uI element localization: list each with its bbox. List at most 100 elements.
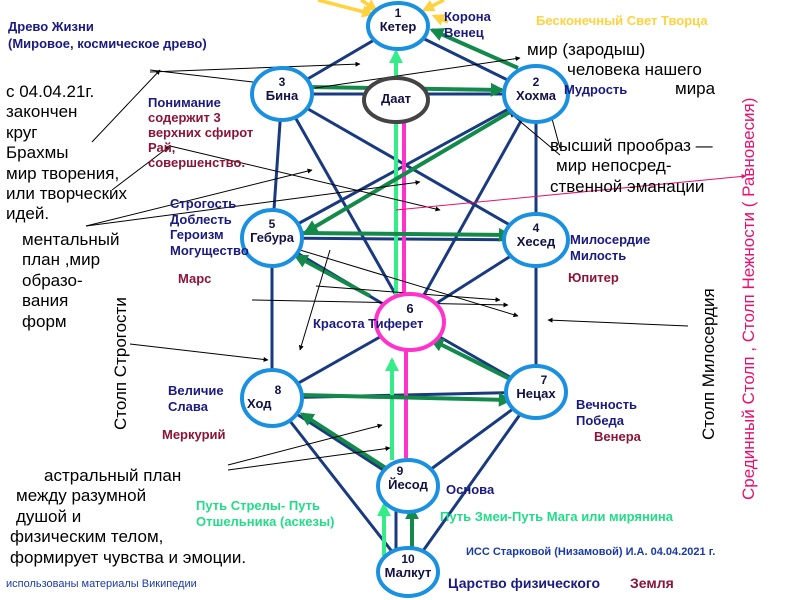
prototype-note: высший прообраз — мир непосред- ственной…: [550, 136, 713, 197]
prototype-line: мир непосред-: [556, 156, 672, 176]
pillar-of-severity: Столп Строгости: [111, 297, 130, 430]
netzach-description: Вечность Победа: [576, 397, 637, 428]
arrow-path-line: Путь Стрелы- Путь: [196, 498, 321, 513]
sephiroth: [240, 1, 570, 598]
geburah-desc-line: Строгость: [170, 196, 237, 211]
brahma-line: закончен: [6, 102, 78, 122]
world-seed-line: человека нашего: [567, 59, 702, 79]
sphere-geburah[interactable]: [240, 208, 304, 268]
geburah-desc-line: Могущество: [170, 242, 249, 258]
binah-desc-line: содержит 3: [148, 109, 221, 125]
brahma-circle-note: с 04.04.21г. закончен круг Брахмы мир тв…: [6, 82, 127, 225]
brahma-line: или творческих: [6, 183, 128, 203]
chesed-name: Хесед: [516, 233, 556, 249]
chesed-planet: Юпитер: [568, 270, 619, 285]
geburah-desc-line: Доблесть: [170, 211, 232, 227]
world-seed-line: мира: [675, 79, 716, 99]
world-seed-line: мир (зародыш): [527, 40, 646, 59]
prototype-arrow: [395, 173, 747, 211]
pillar-of-mercy: Столп Милосердия: [699, 288, 718, 440]
chesed-number: 4: [532, 221, 540, 235]
brahma-line: Брахмы: [6, 143, 69, 163]
malkuth-number: 10: [401, 552, 415, 566]
prototype-line: ственной эманации: [550, 176, 705, 196]
light-rays: [317, 0, 449, 26]
sphere-chokmah[interactable]: [502, 64, 570, 124]
prototype-line: высший прообраз —: [550, 136, 713, 155]
chokmah-number: 2: [532, 75, 540, 89]
mental-line: план ,мир: [22, 250, 101, 270]
netzach-desc-line: Вечность: [576, 397, 638, 412]
astral-line: между разумной: [16, 486, 147, 506]
binah-desc-line: Понимание: [148, 95, 221, 110]
crown-line: Корона: [444, 9, 491, 24]
astral-line: астральный план: [44, 466, 182, 485]
sphere-hod[interactable]: [240, 368, 304, 428]
mental-line: форм: [22, 311, 67, 331]
binah-description: Понимание содержит 3 верхних сфирот Рай,…: [148, 95, 253, 171]
sphere-yesod[interactable]: [376, 458, 440, 514]
brahma-line: идей.: [6, 204, 50, 224]
tree-title-line: (Мировое, космическое древо): [8, 35, 207, 51]
malkuth-name: Малкут: [384, 564, 432, 580]
geburah-name: Гебура: [250, 229, 294, 245]
middle-pillar-label: Срединный Столп , Столп Нежности ( Равно…: [739, 97, 758, 500]
kether-number: 1: [394, 6, 402, 20]
binah-name: Бина: [265, 87, 299, 103]
netzach-planet: Венера: [594, 429, 641, 444]
sphere-netzach[interactable]: [504, 364, 568, 420]
brahma-line: с 04.04.21г.: [6, 82, 95, 101]
binah-desc-line: Рай,: [148, 139, 176, 155]
astral-line: душой и: [16, 506, 82, 526]
chokmah-label: Мудрость: [564, 82, 628, 97]
yesod-number: 9: [396, 464, 404, 478]
kether-crown-label: Корона Венец: [444, 9, 491, 42]
tree-title: Древо Жизни (Мировое, космическое древо): [8, 19, 207, 53]
mental-plane-note: ментальный план ,мир образо- вания форм: [22, 230, 119, 332]
sphere-chesed[interactable]: [502, 212, 570, 268]
daath-caption: Даат: [364, 92, 428, 106]
middle-pillar-line: [402, 104, 408, 458]
arrow-path-label: Путь Стрелы- Путь Отшельника (аскезы): [196, 498, 334, 531]
malkuth-label: Царство физического: [448, 575, 601, 591]
tree-title-line: Древо Жизни: [8, 19, 94, 34]
astral-plane-note: астральный план между разумной душой и ф…: [10, 466, 246, 568]
geburah-desc-line: Героизм: [170, 227, 224, 243]
geburah-planet: Марс: [178, 271, 212, 286]
geburah-number: 5: [268, 217, 276, 231]
mental-line: образо-: [22, 270, 83, 290]
crown-line: Венец: [444, 25, 484, 41]
mental-line: вания: [22, 291, 69, 311]
yesod-label: Основа: [446, 482, 495, 497]
sphere-daath[interactable]: [362, 76, 430, 124]
netzach-name: Нецах: [516, 385, 556, 401]
sphere-kether[interactable]: [366, 1, 430, 51]
serpent-path-label: Путь Змеи-Путь Мага или мирянина: [440, 509, 673, 524]
sphere-tiphareth[interactable]: [374, 292, 446, 352]
tiphareth-number: 6: [406, 301, 414, 316]
chesed-desc-line: Милость: [570, 247, 627, 263]
tiphareth-name: Красота Тиферет: [313, 316, 424, 331]
hod-planet: Меркурий: [162, 427, 226, 442]
chokmah-name: Хохма: [515, 87, 557, 103]
serpent-path-arrows: [293, 28, 519, 560]
infinite-light-label: Бесконечный Свет Творца: [536, 13, 708, 28]
yesod-name: Йесод: [388, 476, 428, 492]
sphere-binah[interactable]: [250, 66, 314, 122]
hod-description: Величие Слава: [168, 383, 224, 416]
hod-number: 8: [274, 383, 282, 397]
hod-desc-line: Слава: [168, 399, 208, 415]
astral-line: формирует чувства и эмоции.: [10, 547, 247, 567]
mental-line: ментальный: [22, 230, 120, 249]
netzach-number: 7: [540, 373, 548, 387]
sphere-malkuth[interactable]: [376, 546, 440, 598]
world-seed-label: мир (зародыш) человека нашего мира: [527, 40, 715, 99]
